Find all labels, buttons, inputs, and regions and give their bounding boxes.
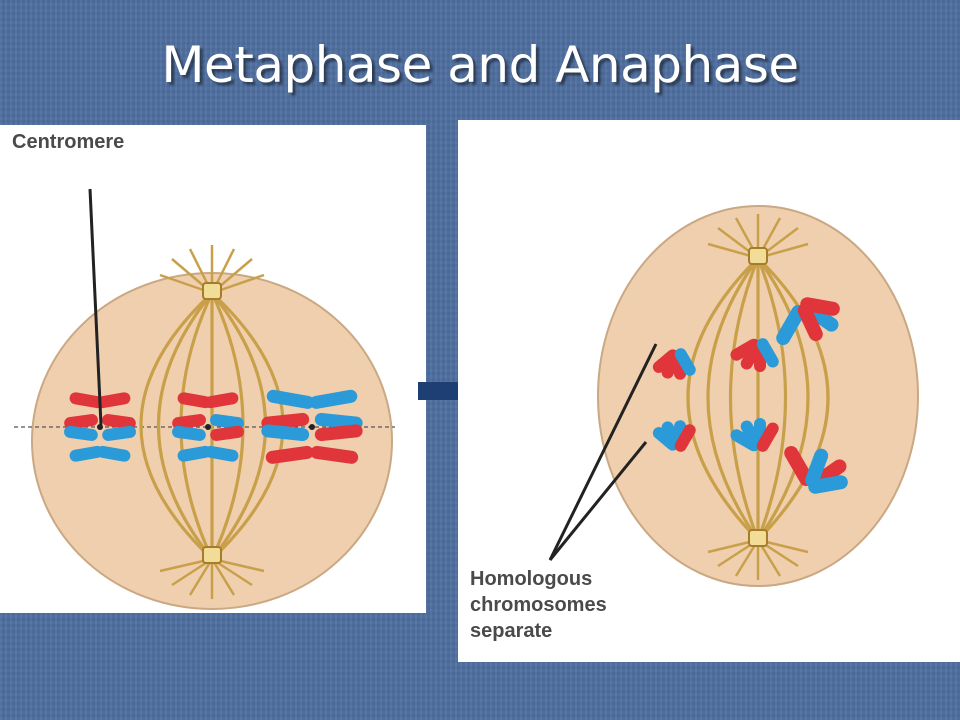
anaphase-chromosome-upper-mid: [730, 338, 779, 372]
homologous-label-line-3: separate: [470, 620, 553, 642]
anaphase-cell-diagram: [548, 205, 919, 587]
anaphase-chromosome-lower-mid: [730, 418, 779, 452]
metaphase-cell-diagram: [14, 188, 395, 610]
centrosome-bottom: [202, 546, 222, 564]
centromere-pointer: [88, 188, 103, 426]
centromere-point: [97, 424, 103, 430]
anaphase-chromosome-upper-left: [652, 348, 696, 380]
anaphase-centrosome-bottom: [748, 529, 768, 547]
anaphase-panel: Homologous chromosomes separate: [458, 120, 960, 662]
chromosome-pair-1: [64, 392, 136, 462]
anaphase-centrosome-top: [748, 247, 768, 265]
anaphase-spindle: [686, 256, 830, 542]
homologous-label-line-1: Homologous: [470, 568, 593, 590]
anaphase-chromosome-lower-left: [652, 420, 696, 452]
centromere-label: Centromere: [12, 131, 125, 153]
centrosome-top: [202, 282, 222, 300]
homologous-label: Homologous chromosomes separate: [470, 566, 607, 644]
chromosome-pair-3: [261, 389, 363, 464]
homologous-label-line-2: chromosomes: [470, 594, 607, 616]
chromosome-pair-2: [172, 392, 244, 462]
metaphase-panel: Centromere: [0, 125, 426, 613]
anaphase-chromosome-upper-right: [776, 297, 840, 346]
slide-title: Metaphase and Anaphase: [161, 36, 799, 94]
homologous-pointer-lines: [548, 343, 658, 561]
anaphase-chromosome-lower-right: [784, 445, 848, 494]
